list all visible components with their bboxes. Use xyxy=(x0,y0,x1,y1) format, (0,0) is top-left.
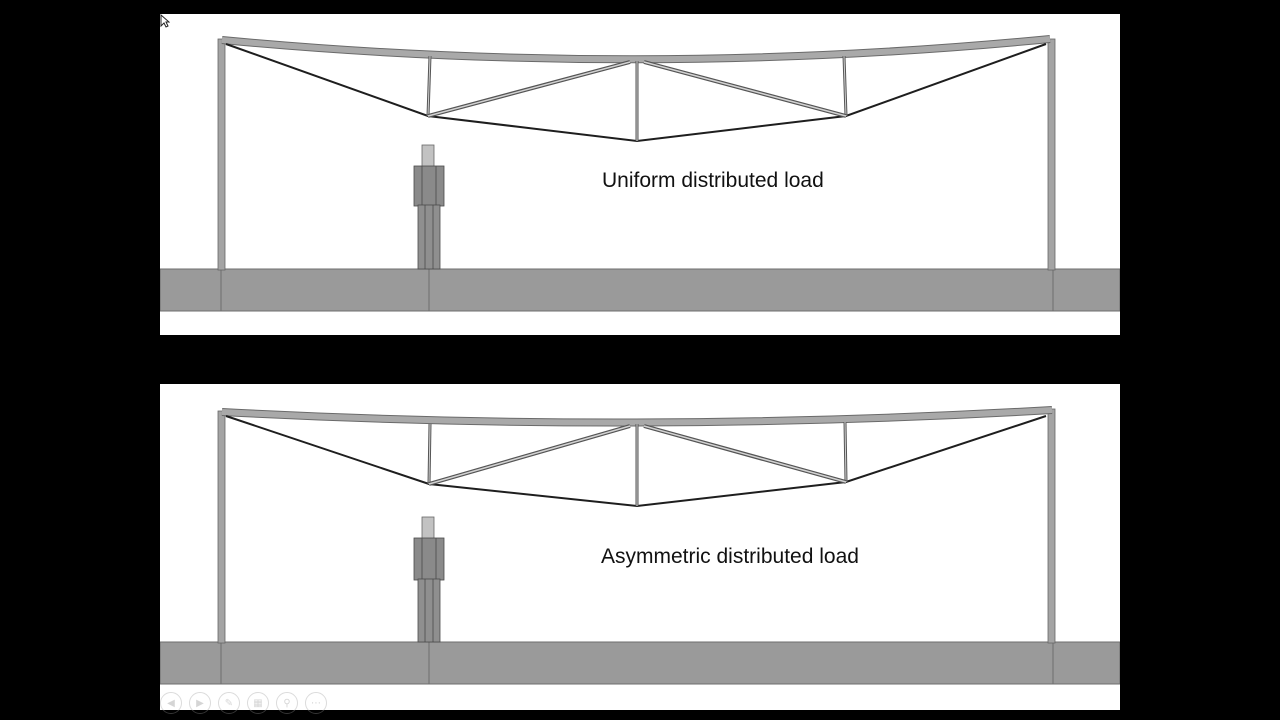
top-chord xyxy=(221,36,1051,63)
slide-caption: Asymmetric distributed load xyxy=(601,545,859,568)
column-left xyxy=(217,38,226,271)
truss-post-highlight xyxy=(427,55,431,117)
truss-diagonal-highlight xyxy=(427,61,631,117)
mouse-cursor-icon xyxy=(160,14,170,28)
truss-diagonal-highlight xyxy=(428,425,631,485)
truss-post-highlight xyxy=(843,55,847,117)
person-legs xyxy=(417,578,441,643)
next-icon[interactable]: ▶ xyxy=(189,692,211,714)
ground-slab xyxy=(160,641,1120,685)
person-head xyxy=(421,144,435,168)
more-icon[interactable]: ⋯ xyxy=(305,692,327,714)
truss-diagram-uniform xyxy=(160,35,1120,312)
column-right xyxy=(1047,38,1056,271)
person-torso xyxy=(413,165,445,207)
column-left xyxy=(217,410,226,644)
zoom-icon[interactable]: ⚲ xyxy=(276,692,298,714)
slide-panel-asymmetric: Asymmetric distributed load xyxy=(160,384,1120,710)
truss-diagonal-highlight xyxy=(643,61,847,117)
truss-post-highlight xyxy=(844,421,847,483)
top-chord xyxy=(221,407,1053,426)
slides-grid-icon[interactable]: ▦ xyxy=(247,692,269,714)
ground-slab xyxy=(160,268,1120,312)
slide-caption: Uniform distributed load xyxy=(602,169,824,192)
previous-icon[interactable]: ◀ xyxy=(160,692,182,714)
slide-panel-uniform: Uniform distributed load xyxy=(160,14,1120,335)
column-right xyxy=(1047,408,1056,644)
truss-post-highlight xyxy=(428,423,431,485)
truss-diagram-asymmetric xyxy=(160,406,1120,685)
truss-diagonal-highlight xyxy=(643,425,847,483)
person-legs xyxy=(417,204,441,270)
person-head xyxy=(421,516,435,540)
person-torso xyxy=(413,537,445,581)
pen-icon[interactable]: ✎ xyxy=(218,692,240,714)
slideshow-toolbar: ◀ ▶ ✎ ▦ ⚲ ⋯ xyxy=(160,692,327,716)
